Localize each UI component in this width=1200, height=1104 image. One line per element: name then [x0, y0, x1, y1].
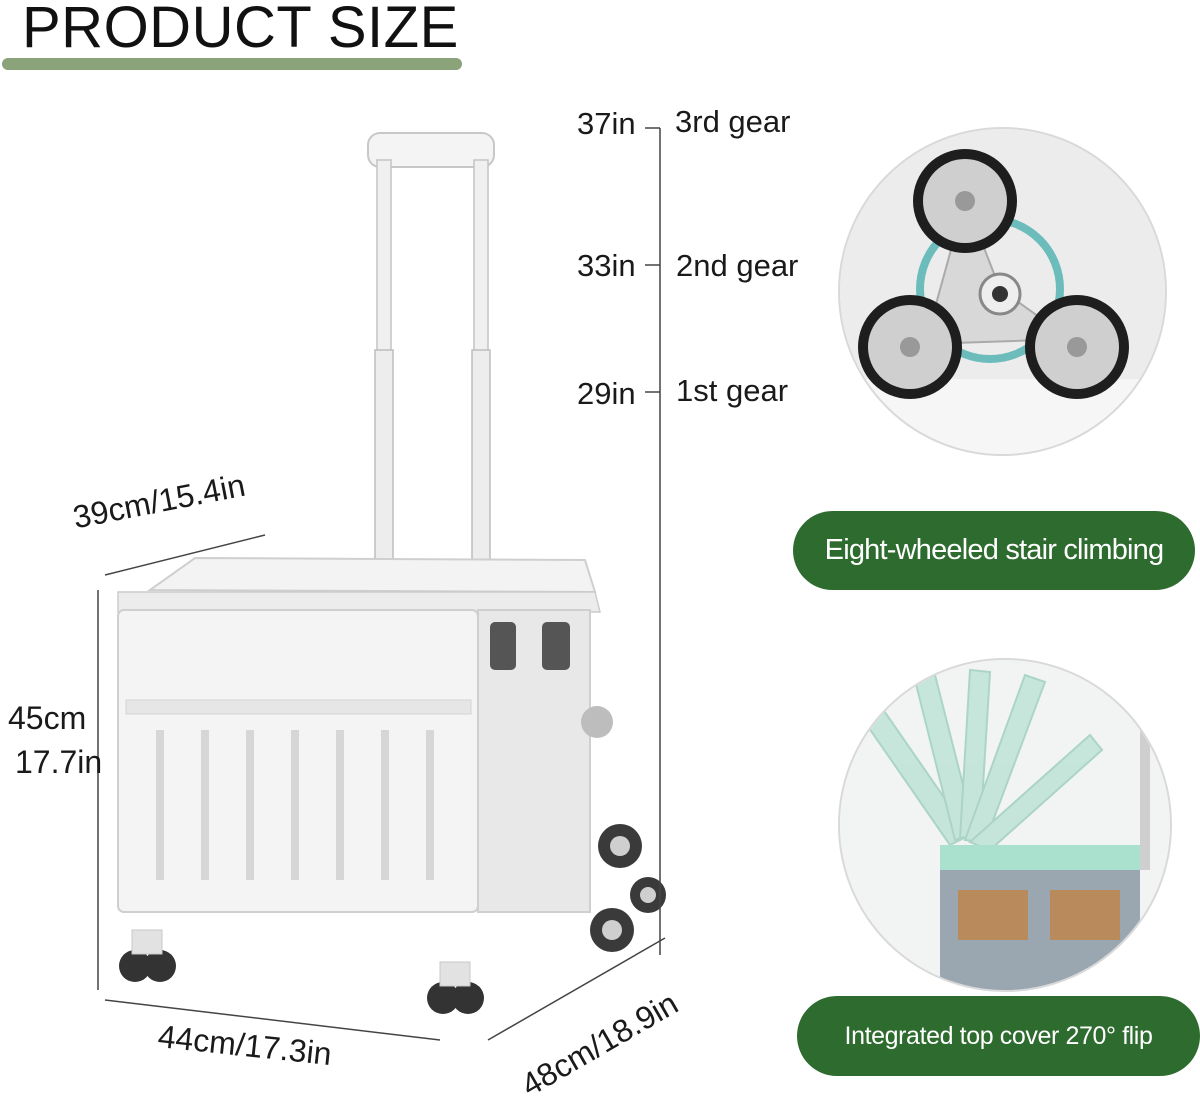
- title-underline: [2, 58, 462, 70]
- feature-badge-stair-climbing: Eight-wheeled stair climbing: [793, 511, 1195, 590]
- gear-2-label: 2nd gear: [676, 248, 799, 283]
- page-title: PRODUCT SIZE: [22, 0, 459, 60]
- gear-2-height: 33in: [577, 248, 636, 283]
- feature-badge-flip-cover: Integrated top cover 270° flip: [797, 996, 1200, 1076]
- height-cm-label: 45cm: [8, 700, 87, 736]
- gear-3-height: 37in: [577, 106, 636, 141]
- height-in-label: 17.7in: [15, 744, 103, 780]
- gear-1-height: 29in: [577, 376, 636, 411]
- flip-lid-photo: [838, 658, 1172, 992]
- stair-wheel-photo: [838, 127, 1167, 456]
- gear-1-label: 1st gear: [676, 373, 789, 408]
- cart-illustration: [97, 127, 666, 1041]
- gear-3-label: 3rd gear: [675, 104, 791, 139]
